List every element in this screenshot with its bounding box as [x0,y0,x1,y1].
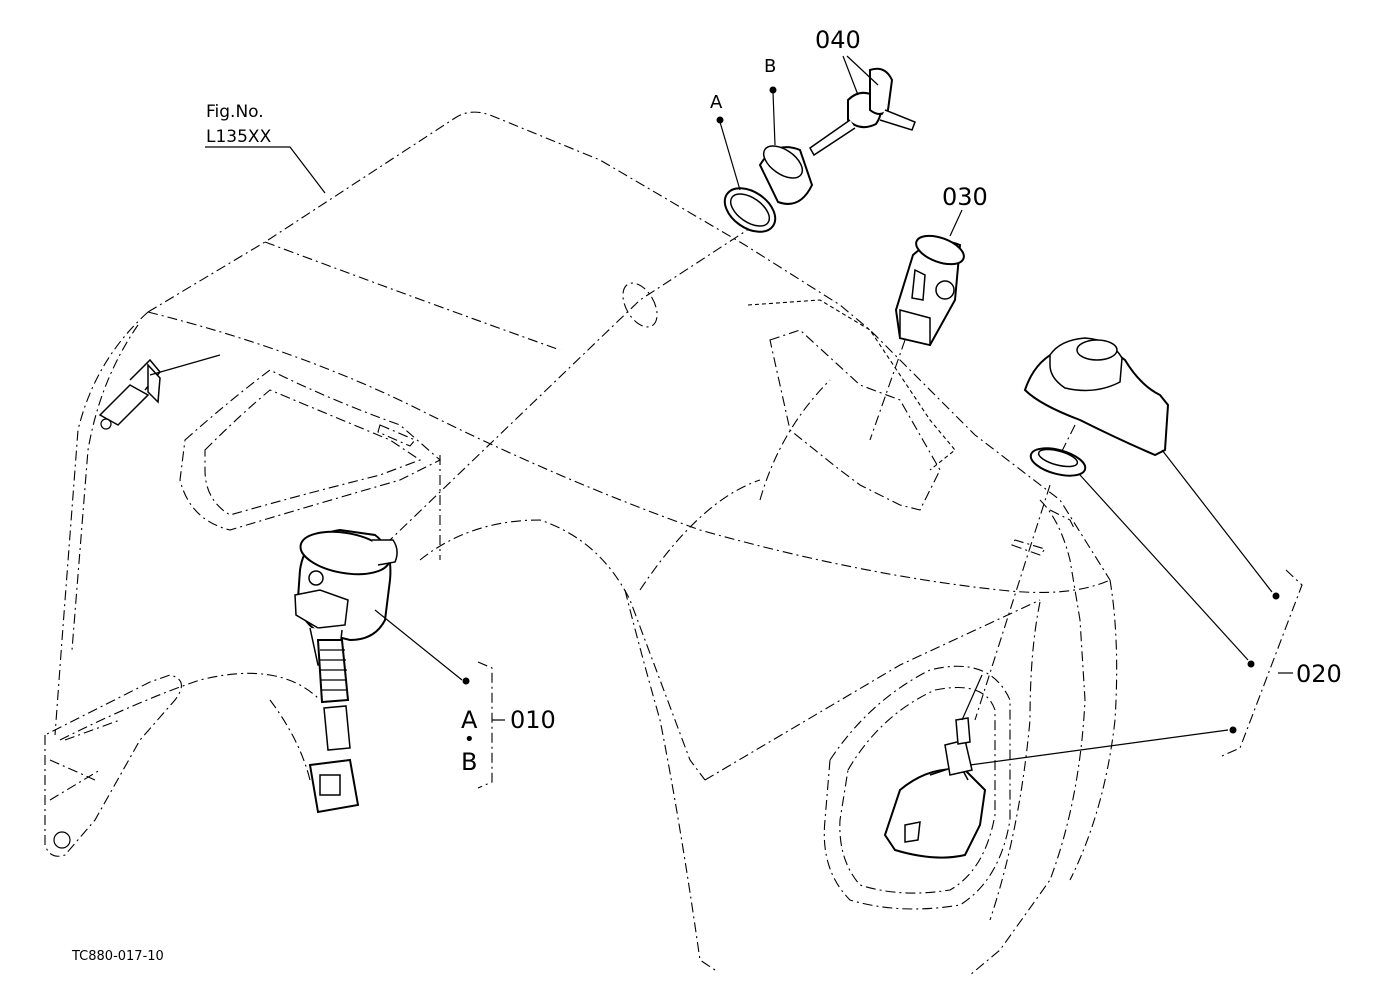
keys-040 [809,55,916,157]
group-bracket-010 [462,661,505,789]
fuel-sender-020 [883,674,1237,859]
ref-label-a: A [710,92,723,113]
callout-040: 040 [815,26,861,54]
seal-ring-a [716,116,777,233]
ref-label-b: B [764,56,776,77]
group-label-dot: • [464,729,475,750]
key-switch-010 [294,528,463,814]
power-socket-030 [894,209,965,347]
group-label-b: B [461,748,477,776]
callout-020: 020 [1296,660,1342,688]
gauge-cover-020 [1023,337,1280,600]
fig-no-label: Fig.No. [206,102,264,122]
callout-030: 030 [942,183,988,211]
frame-connector [98,354,221,430]
dashboard-panel-outline [44,111,1118,976]
gauge-nut-020 [1029,447,1255,668]
ring-nut-b [758,86,814,205]
callout-010: 010 [510,706,556,734]
drawing-code: TC880-017-10 [71,949,164,964]
group-label-a: A [461,706,478,734]
fig-no-value: L135XX [206,127,272,147]
group-bracket-020 [1221,569,1303,757]
fig-no-leader [205,146,326,194]
assembly-lines [389,224,1076,721]
